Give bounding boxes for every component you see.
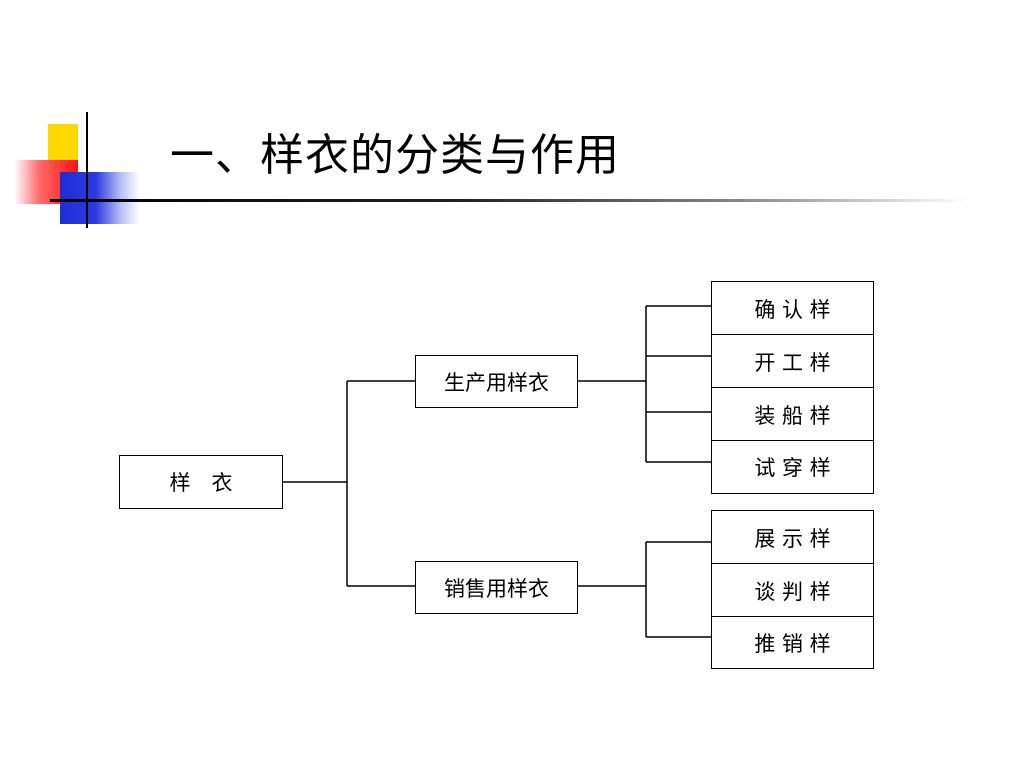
branch-node-sales: 销售用样衣 bbox=[415, 561, 578, 614]
leaf-node-shipping-sample: 装 船 样 bbox=[711, 387, 874, 442]
leaf-node-production-start-sample: 开 工 样 bbox=[711, 334, 874, 389]
blue-accent-square bbox=[60, 172, 140, 224]
leaf-node-negotiation-sample: 谈 判 样 bbox=[711, 563, 874, 618]
branch-node-production: 生产用样衣 bbox=[415, 355, 578, 408]
leaf-node-promotion-sample: 推 销 样 bbox=[711, 616, 874, 669]
root-node: 样 衣 bbox=[119, 455, 283, 509]
leaf-node-fitting-sample: 试 穿 样 bbox=[711, 440, 874, 494]
leaf-node-confirmation-sample: 确 认 样 bbox=[711, 281, 874, 336]
page-title: 一、样衣的分类与作用 bbox=[170, 130, 620, 181]
accent-vertical-line bbox=[86, 112, 88, 228]
title-underline bbox=[50, 199, 970, 202]
yellow-accent-square bbox=[48, 124, 78, 166]
leaf-node-display-sample: 展 示 样 bbox=[711, 510, 874, 565]
